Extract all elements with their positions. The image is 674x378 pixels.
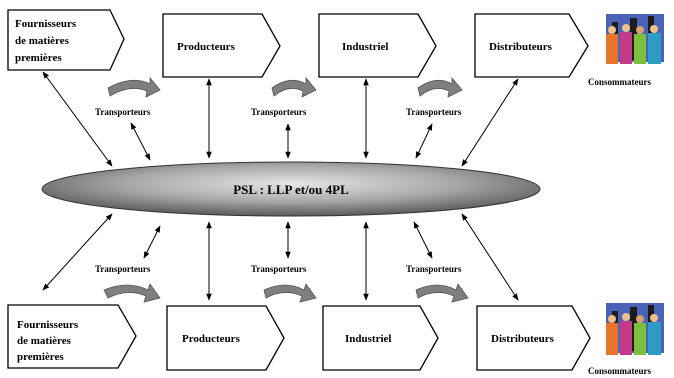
bottom-producer-box: Producteurs [166,305,285,371]
top-distributor-box: Distributeurs [474,13,589,78]
bottom-flow-arrow-2 [263,283,317,303]
bottom-producer-label: Producteurs [182,333,241,345]
top-flow-arrow-1 [107,76,161,98]
top-supplier-label-3: premières [15,52,62,64]
bottom-transporter-label-1: Transporteurs [95,264,151,274]
bottom-consumer-label: Consommateurs [588,366,651,376]
top-producer-box: Producteurs [162,13,281,78]
bottom-supplier-connector [42,213,113,291]
people-group-icon [606,14,664,64]
top-transporter-connector-3 [415,123,433,159]
bottom-transporter-connector-3 [413,221,433,259]
bottom-distributor-box: Distributeurs [476,305,591,371]
top-flow-arrow-3 [417,76,463,98]
bottom-supplier-label-3: premières [17,351,64,363]
bottom-industrial-box: Industriel [322,305,439,371]
top-flow-arrow-2 [271,76,317,98]
top-transporter-label-1: Transporteurs [95,107,151,117]
top-transporter-label-2: Transporteurs [251,107,307,117]
top-supplier-box: Fournisseurs de matières premières [7,9,125,71]
top-consumer-label: Consommateurs [588,77,651,87]
bottom-transporter-connector-1 [143,225,161,259]
bottom-flow-arrow-1 [103,283,161,303]
bottom-supplier-box: Fournisseurs de matières premières [7,304,137,369]
bottom-supplier-label-2: de matières [17,335,72,347]
top-distributor-connector [461,78,519,167]
top-transporter-connector-1 [130,122,151,161]
center-ellipse: PSL : LLP et/ou 4PL [41,161,541,217]
bottom-transporter-label-3: Transporteurs [406,264,462,274]
top-producer-label: Producteurs [177,41,236,53]
top-supplier-connector [42,71,113,167]
bottom-transporter-label-2: Transporteurs [251,264,307,274]
bottom-supplier-label-1: Fournisseurs [17,319,79,331]
bottom-distributor-label: Distributeurs [491,333,555,345]
top-industrial-box: Industriel [318,13,437,78]
bottom-industrial-label: Industriel [345,333,391,345]
top-industrial-label: Industriel [342,41,388,53]
top-supplier-label-1: Fournisseurs [15,18,77,30]
people-group-icon [606,303,664,355]
top-distributor-label: Distributeurs [489,41,553,53]
top-transporter-label-3: Transporteurs [406,107,462,117]
center-ellipse-label: PSL : LLP et/ou 4PL [233,182,349,197]
top-supplier-label-2: de matières [15,35,70,47]
bottom-flow-arrow-3 [415,283,469,303]
bottom-distributor-connector [461,213,519,301]
